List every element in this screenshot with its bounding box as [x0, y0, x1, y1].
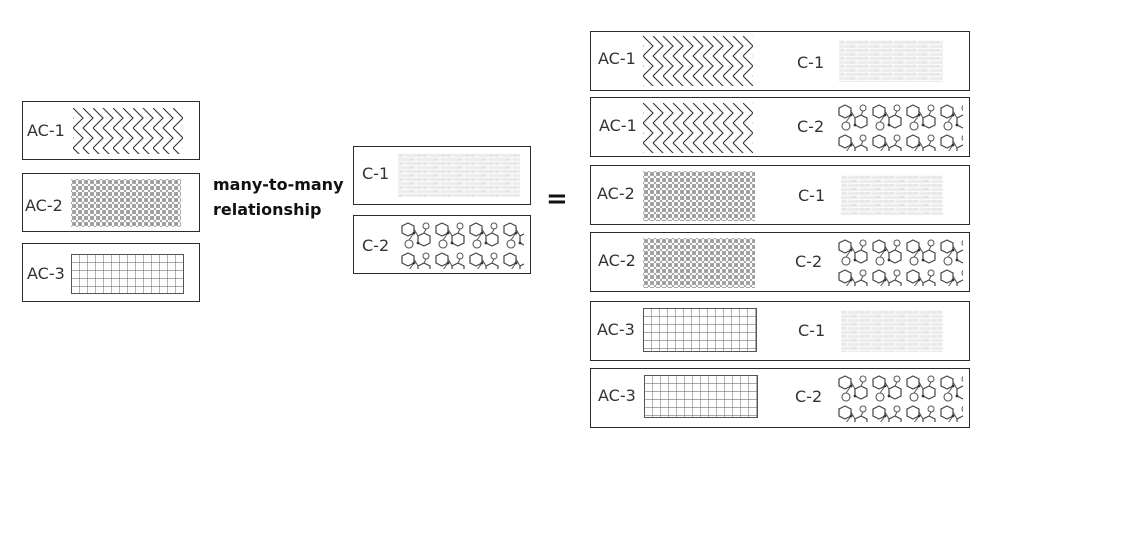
result-row-1-c-label: C-1: [797, 53, 825, 72]
result-row-4: AC-2 C-2: [590, 232, 970, 292]
result-row-2-ac-label: AC-1: [599, 116, 637, 135]
ac-2-label: AC-2: [25, 196, 63, 215]
brick-texture-pattern-icon: [841, 310, 943, 352]
grid-pattern-icon: [71, 254, 184, 294]
caption-line-1: many-to-many: [213, 175, 344, 194]
result-row-4-c-label: C-2: [795, 252, 823, 271]
result-row-4-ac-label: AC-2: [598, 251, 636, 270]
brick-texture-pattern-icon: [398, 153, 520, 197]
cell-network-pattern-icon: [837, 374, 963, 422]
caption-line-2: relationship: [213, 200, 322, 219]
ac-3-box: AC-3: [22, 243, 200, 302]
result-row-1-ac-label: AC-1: [598, 49, 636, 68]
result-row-1: AC-1 C-1: [590, 31, 970, 91]
dense-mesh-pattern-icon: [71, 179, 181, 227]
herringbone-pattern-icon: [643, 103, 753, 153]
herringbone-pattern-icon: [73, 108, 183, 154]
result-row-3-c-label: C-1: [798, 186, 826, 205]
result-row-2: AC-1 C-2: [590, 97, 970, 157]
grid-pattern-icon: [644, 375, 758, 418]
cell-network-pattern-icon: [400, 221, 524, 269]
result-row-6-c-label: C-2: [795, 387, 823, 406]
cell-network-pattern-icon: [837, 238, 963, 286]
ac-3-label: AC-3: [27, 264, 65, 283]
result-row-5-c-label: C-1: [798, 321, 826, 340]
c-1-box: C-1: [353, 146, 531, 205]
c-2-label: C-2: [362, 236, 390, 255]
result-row-6-ac-label: AC-3: [598, 386, 636, 405]
result-row-2-c-label: C-2: [797, 117, 825, 136]
herringbone-pattern-icon: [643, 36, 753, 86]
c-1-label: C-1: [362, 164, 390, 183]
grid-pattern-icon: [643, 308, 757, 352]
equals-sign: =: [546, 184, 568, 214]
ac-1-label: AC-1: [27, 121, 65, 140]
ac-1-box: AC-1: [22, 101, 200, 160]
brick-texture-pattern-icon: [839, 40, 943, 82]
cell-network-pattern-icon: [837, 103, 963, 151]
result-row-5-ac-label: AC-3: [597, 320, 635, 339]
result-row-3-ac-label: AC-2: [597, 184, 635, 203]
ac-2-box: AC-2: [22, 173, 200, 232]
dense-mesh-pattern-icon: [643, 171, 755, 221]
dense-mesh-pattern-icon: [643, 238, 755, 288]
relationship-caption: many-to-many relationship: [213, 172, 344, 222]
c-2-box: C-2: [353, 215, 531, 274]
result-row-5: AC-3 C-1: [590, 301, 970, 361]
result-row-3: AC-2 C-1: [590, 165, 970, 225]
brick-texture-pattern-icon: [841, 175, 943, 215]
result-row-6: AC-3 C-2: [590, 368, 970, 428]
